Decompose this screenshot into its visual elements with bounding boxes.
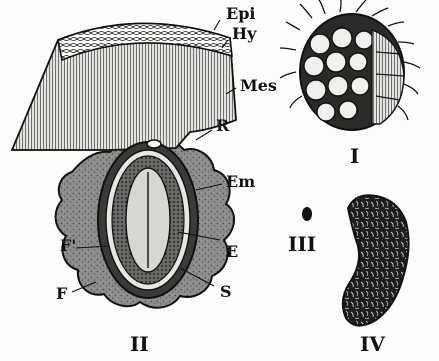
- label-hy: Hy: [232, 26, 256, 42]
- section-diagram-ii: [12, 20, 236, 308]
- figure-number-iv: IV: [360, 334, 385, 354]
- small-seed-iii: [302, 207, 312, 221]
- figure-number-i: I: [350, 146, 359, 166]
- label-f-prime: F': [60, 238, 76, 254]
- whole-berry-i: [280, 0, 420, 130]
- figure-number-iii: III: [288, 234, 316, 254]
- label-em: Em: [226, 174, 255, 190]
- label-e: E: [226, 244, 238, 260]
- figure-number-ii: II: [130, 334, 149, 354]
- large-seed-iv: [343, 195, 409, 325]
- label-epi: Epi: [226, 6, 255, 22]
- label-r: R: [216, 118, 229, 134]
- label-s: S: [220, 284, 232, 300]
- label-mes: Mes: [240, 78, 277, 94]
- label-f: F: [56, 286, 67, 302]
